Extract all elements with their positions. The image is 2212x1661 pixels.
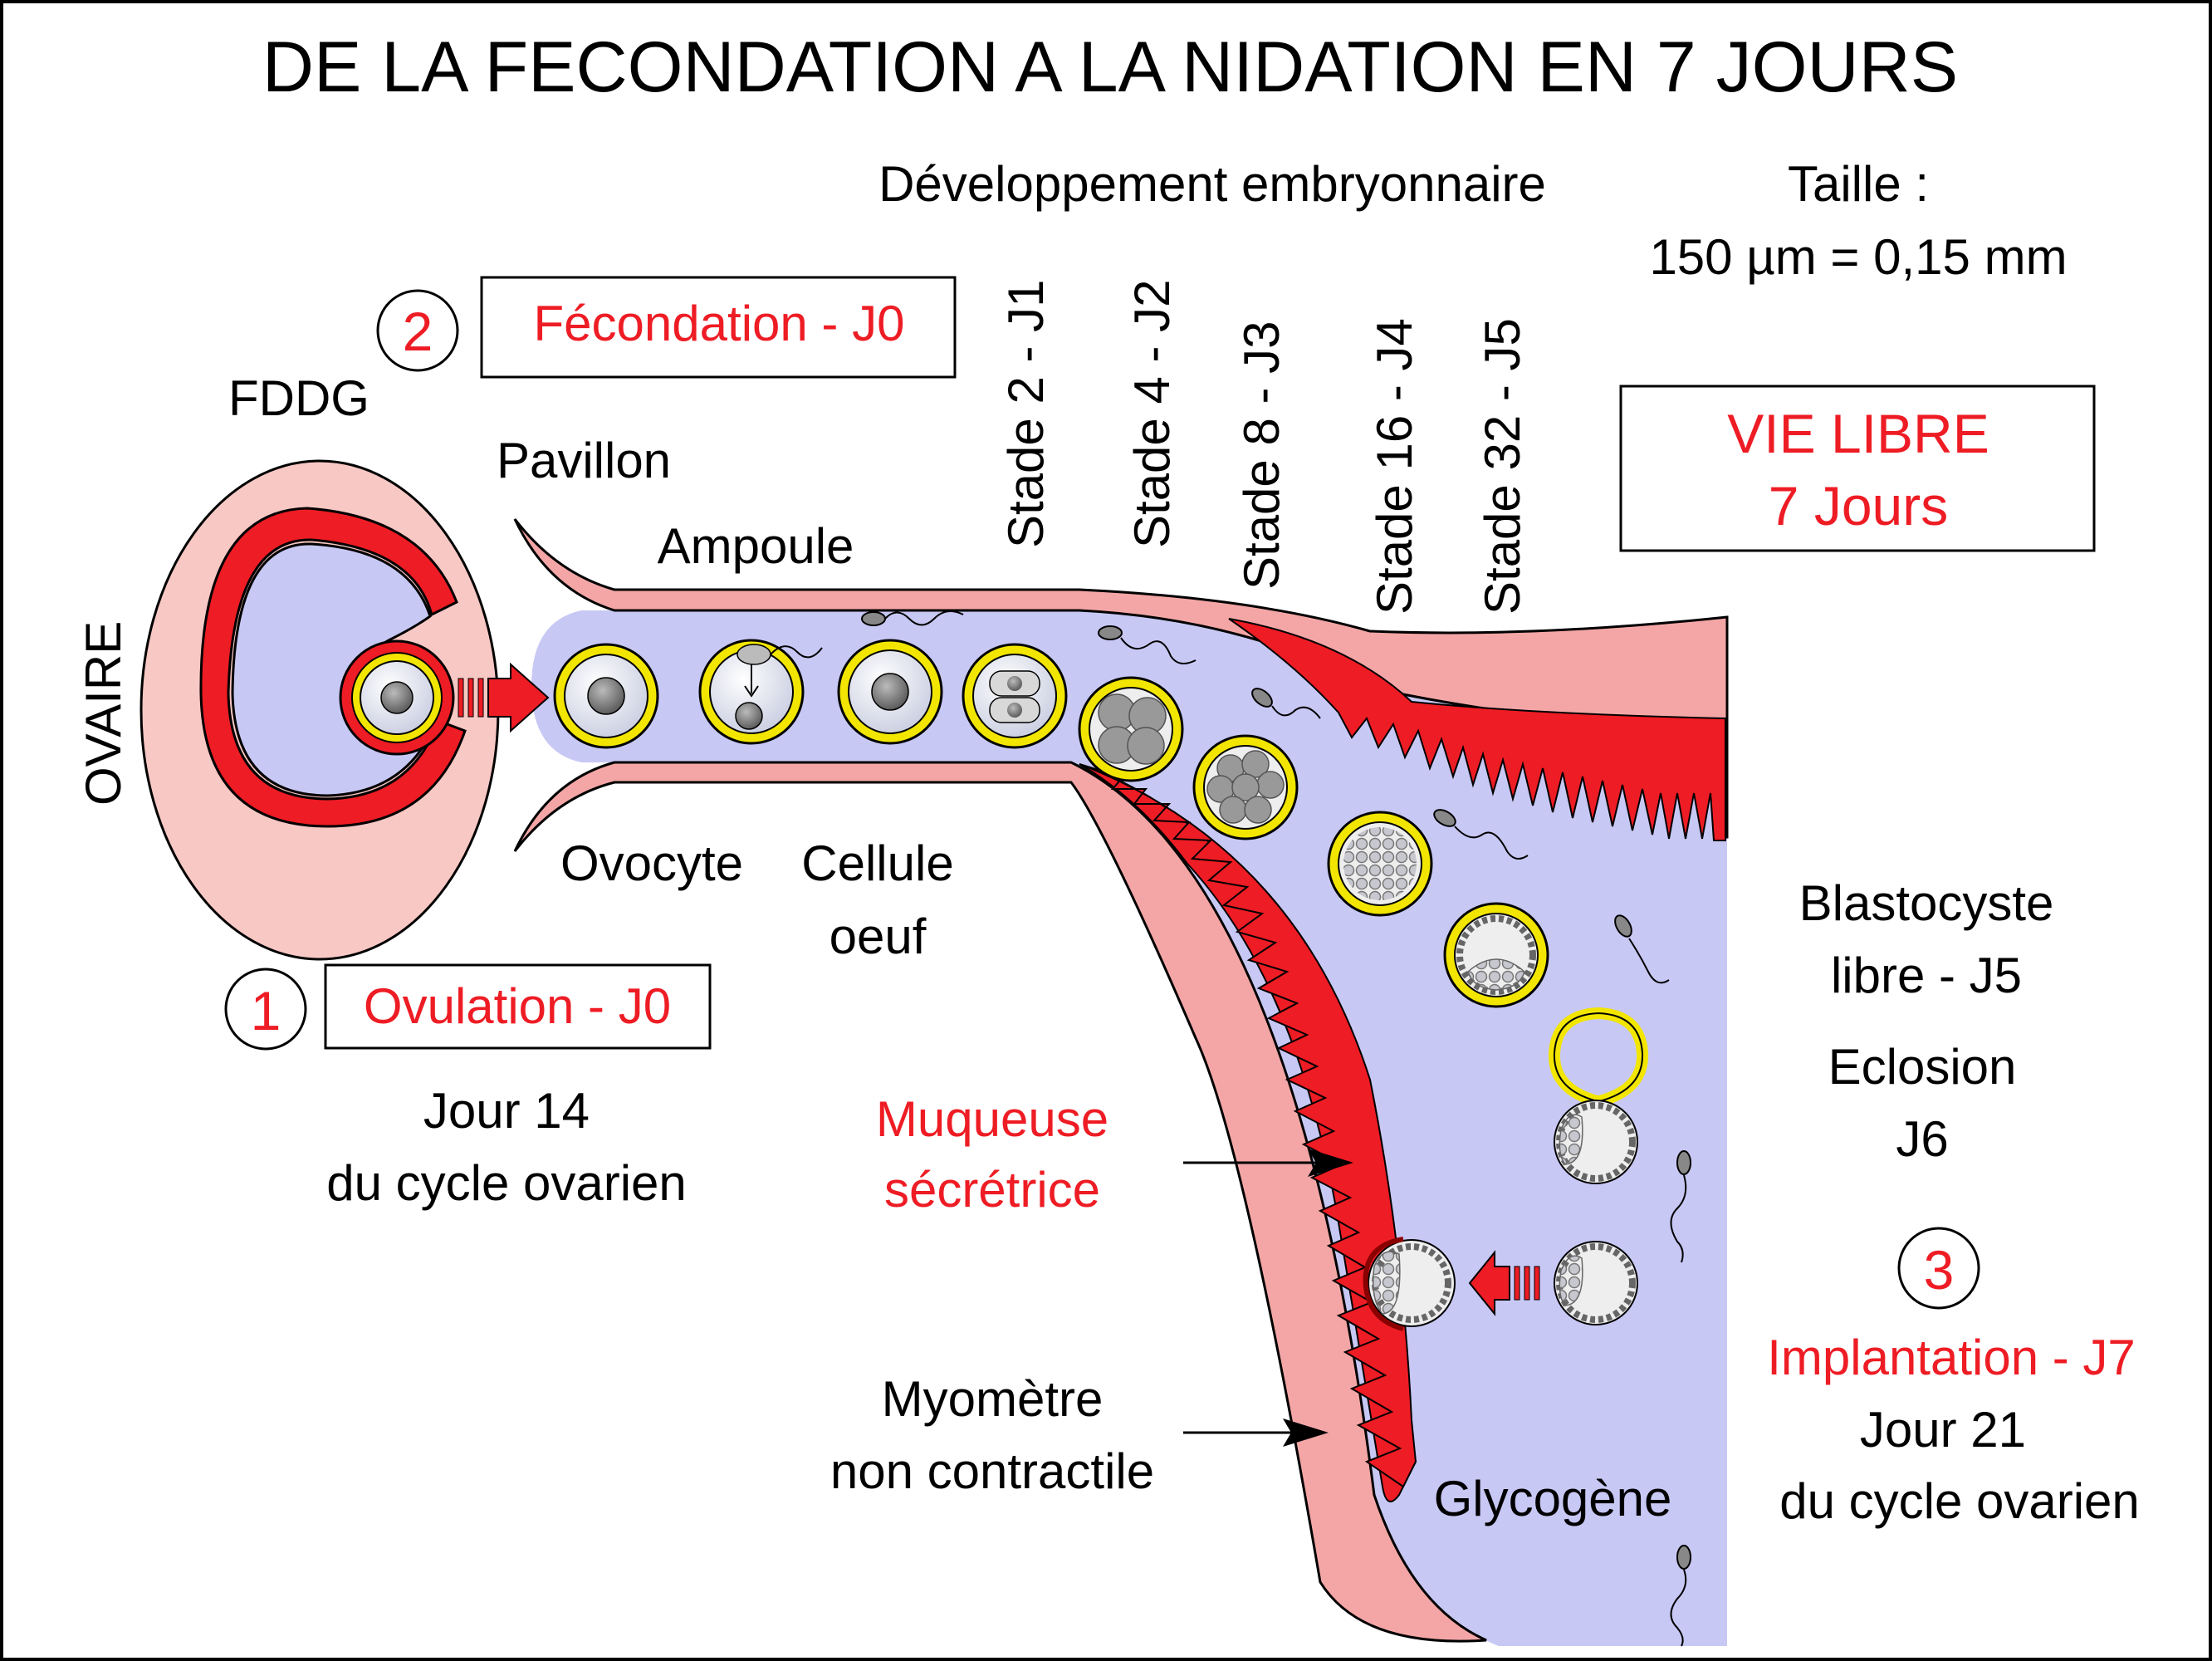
fecondation-label: Fécondation - J0: [534, 296, 905, 351]
ovulation-arrow: [458, 662, 550, 733]
glycogene-label: Glycogène: [1434, 1471, 1672, 1526]
eclosion-line1: Eclosion: [1828, 1039, 2017, 1095]
vie-libre-line2: 7 Jours: [1769, 475, 1948, 537]
implanted-blastocyst: [1363, 1237, 1456, 1331]
stage-4-embryo: [1078, 676, 1184, 782]
secretory-mucosa-upper: [1228, 618, 1726, 841]
fecondation-number-circle: [376, 289, 459, 372]
implantation-label: Implantation - J7: [1767, 1330, 2136, 1385]
hatching-blastocyst: [1548, 1007, 1649, 1184]
myometre-line1: Myomètre: [882, 1371, 1104, 1427]
muqueuse-line2: sécrétrice: [884, 1162, 1100, 1218]
vie-libre-line1: VIE LIBRE: [1727, 403, 1989, 464]
secretory-mucosa-lower: [1079, 763, 1417, 1488]
muqueuse-line1: Muqueuse: [876, 1091, 1108, 1147]
stage-4-label: Stade 4 - J2: [1124, 279, 1180, 548]
fecondation-number: 2: [403, 301, 433, 362]
stage-16-label: Stade 16 - J4: [1367, 318, 1422, 615]
oocyte-in-tube: [553, 643, 659, 749]
fertilizing-cell: [698, 639, 823, 745]
fecondation-box: [480, 276, 957, 379]
cellule-label-2: oeuf: [830, 909, 927, 964]
jour21-line2: du cycle ovarien: [1779, 1473, 2140, 1529]
egg-cell: [837, 639, 943, 745]
ovulation-box: [324, 963, 712, 1050]
spermatozoa: [861, 610, 1691, 1647]
ovaire-label: OVAIRE: [76, 621, 131, 806]
implantation-number-circle: [1897, 1227, 1980, 1310]
myometre-line2: non contractile: [830, 1443, 1154, 1499]
implantation-number: 3: [1924, 1239, 1955, 1301]
size-value: 150 µm = 0,15 mm: [1649, 229, 2067, 285]
ovulation-label: Ovulation - J0: [364, 978, 671, 1034]
dev-label: Développement embryonnaire: [878, 156, 1546, 212]
stage-8-label: Stade 8 - J3: [1234, 321, 1290, 590]
blastocyste-line1: Blastocyste: [1799, 875, 2054, 931]
stage-2-label: Stade 2 - J1: [998, 279, 1054, 548]
stage-32-label: Stade 32 - J5: [1475, 318, 1530, 615]
ovary: [139, 459, 500, 961]
ampoule-label: Ampoule: [658, 518, 854, 574]
stage-8-embryo: [1192, 734, 1299, 840]
jour21-line1: Jour 21: [1860, 1402, 2026, 1458]
title: DE LA FECONDATION A LA NIDATION EN 7 JOU…: [262, 27, 1958, 107]
cellule-label-1: Cellule: [801, 835, 953, 891]
eclosion-line2: J6: [1896, 1111, 1948, 1167]
stage-16-embryo: [1327, 811, 1433, 917]
vie-libre-box: [1619, 385, 2096, 552]
ovulation-number-circle: [224, 968, 307, 1051]
pointer-arrows: [1183, 1149, 1353, 1447]
ovocyte-label: Ovocyte: [560, 835, 743, 891]
stage-2-embryo: [962, 643, 1068, 749]
myometrium: [513, 761, 1487, 1643]
jour14-line1: Jour 14: [423, 1083, 590, 1139]
blastocyste-line2: libre - J5: [1831, 948, 2022, 1003]
fddg-label: FDDG: [228, 370, 369, 426]
blastocyst-before-implantation: [1554, 1241, 1638, 1325]
pavillon-label: Pavillon: [497, 433, 671, 488]
size-label: Taille :: [1788, 156, 1929, 212]
jour14-line2: du cycle ovarien: [326, 1155, 687, 1211]
blastocyst-free: [1443, 902, 1549, 1008]
ovulation-number: 1: [251, 980, 281, 1041]
implantation-arrow: [1468, 1250, 1540, 1316]
